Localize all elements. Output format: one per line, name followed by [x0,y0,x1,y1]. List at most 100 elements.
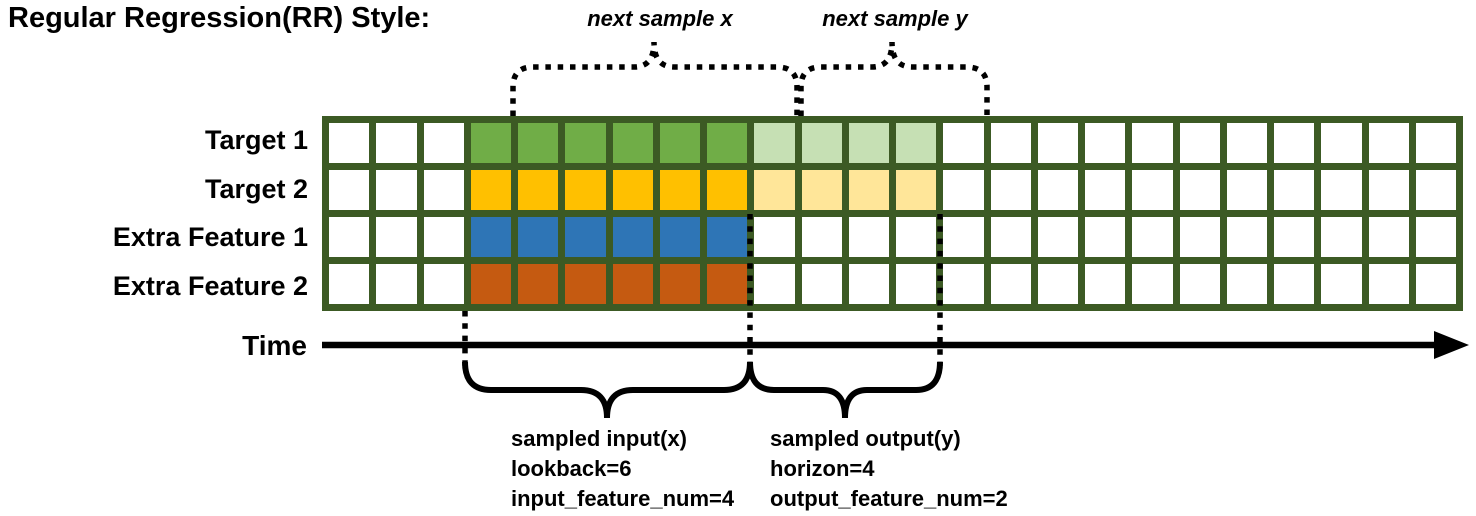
grid-cell [896,123,937,163]
row-label-extra-feature-1: Extra Feature 1 [112,222,308,253]
grid-cell [943,170,984,210]
caption-line-input-1: sampled input(x) [511,426,688,451]
grid-cell [1368,217,1409,257]
caption-line-input-3: input_feature_num=4 [511,486,735,511]
grid-cell [423,217,464,257]
grid-cell [1368,264,1409,304]
caption-line-output-1: sampled output(y) [770,426,961,451]
grid-cell [1274,123,1315,163]
grid-cell [565,123,606,163]
grid-cell [518,264,559,304]
row-label-extra-feature-2: Extra Feature 2 [112,271,308,302]
grid-cell [1321,123,1362,163]
grid-cell [1415,170,1456,210]
grid-cell [659,123,700,163]
grid-cell [990,123,1031,163]
grid-cell [565,170,606,210]
grid-cell [943,123,984,163]
grid-cell [1226,170,1267,210]
grid-cell [1132,217,1173,257]
grid-cell [707,264,748,304]
grid-cell [1415,264,1456,304]
time-axis-label: Time [242,330,307,361]
grid-cell [1132,170,1173,210]
grid-cell [1085,170,1126,210]
grid-cell [990,217,1031,257]
grid-cell [848,264,889,304]
grid-cell [1085,217,1126,257]
grid-cell [518,170,559,210]
grid-cell [896,264,937,304]
grid-cell [1321,170,1362,210]
caption-line-output-2: horizon=4 [770,456,875,481]
grid-cell [659,264,700,304]
grid-cell [1037,264,1078,304]
row-label-target-1: Target 1 [204,124,308,155]
sampled-output-caption: sampled output(y) horizon=4 output_featu… [770,424,1008,514]
next-sample-y-brace [798,41,990,116]
grid-cell [376,170,417,210]
grid-cell [1274,217,1315,257]
next-sample-y-label: next sample y [822,6,968,31]
grid-cell [896,217,937,257]
grid-cell [1179,264,1220,304]
grid-cell [518,123,559,163]
grid-cell [801,264,842,304]
grid-cell [990,264,1031,304]
grid-cell [470,170,511,210]
grid-cell [1368,170,1409,210]
grid-cell [943,217,984,257]
grid-cell [707,123,748,163]
row-label-target-2: Target 2 [204,173,308,204]
next-sample-x-label: next sample x [587,6,733,31]
grid-cell [1415,217,1456,257]
grid-cell [518,217,559,257]
grid-cell [754,217,795,257]
grid-cell [470,123,511,163]
time-arrowhead [1434,331,1469,359]
grid-cell [612,170,653,210]
grid-cell [707,170,748,210]
grid-cell [1226,217,1267,257]
grid-cell [754,264,795,304]
grid-cell [848,170,889,210]
grid-cell [423,264,464,304]
grid-cell [659,217,700,257]
grid-cell [1085,123,1126,163]
grid-cell [1274,170,1315,210]
grid-cell [848,217,889,257]
caption-line-output-3: output_feature_num=2 [770,486,1008,511]
sample-grid [322,116,1463,311]
grid-cell [754,170,795,210]
grid-cell [848,123,889,163]
grid-cell [1132,123,1173,163]
grid-cell [1274,264,1315,304]
grid-cell [470,217,511,257]
grid-cell [470,264,511,304]
grid-cell [801,170,842,210]
grid-cell [1179,123,1220,163]
grid-cell [1321,217,1362,257]
grid-cell [990,170,1031,210]
grid-cell [1085,264,1126,304]
sampled-input-caption: sampled input(x) lookback=6 input_featur… [511,424,734,514]
grid-cell [1037,217,1078,257]
grid-cell [1179,217,1220,257]
grid-cell [612,264,653,304]
grid-cell [707,217,748,257]
grid-cell [1179,170,1220,210]
grid-cell [376,217,417,257]
grid-cell [896,170,937,210]
grid-cell [1368,123,1409,163]
grid-cell [329,170,370,210]
grid-cell [329,264,370,304]
grid-cell [1226,264,1267,304]
grid-cell [329,217,370,257]
grid-cell [565,217,606,257]
grid-cell [612,217,653,257]
grid-cell [1037,123,1078,163]
sampled-input-brace [462,361,753,419]
grid-cell [612,123,653,163]
grid-cell [1132,264,1173,304]
grid-cell [376,123,417,163]
